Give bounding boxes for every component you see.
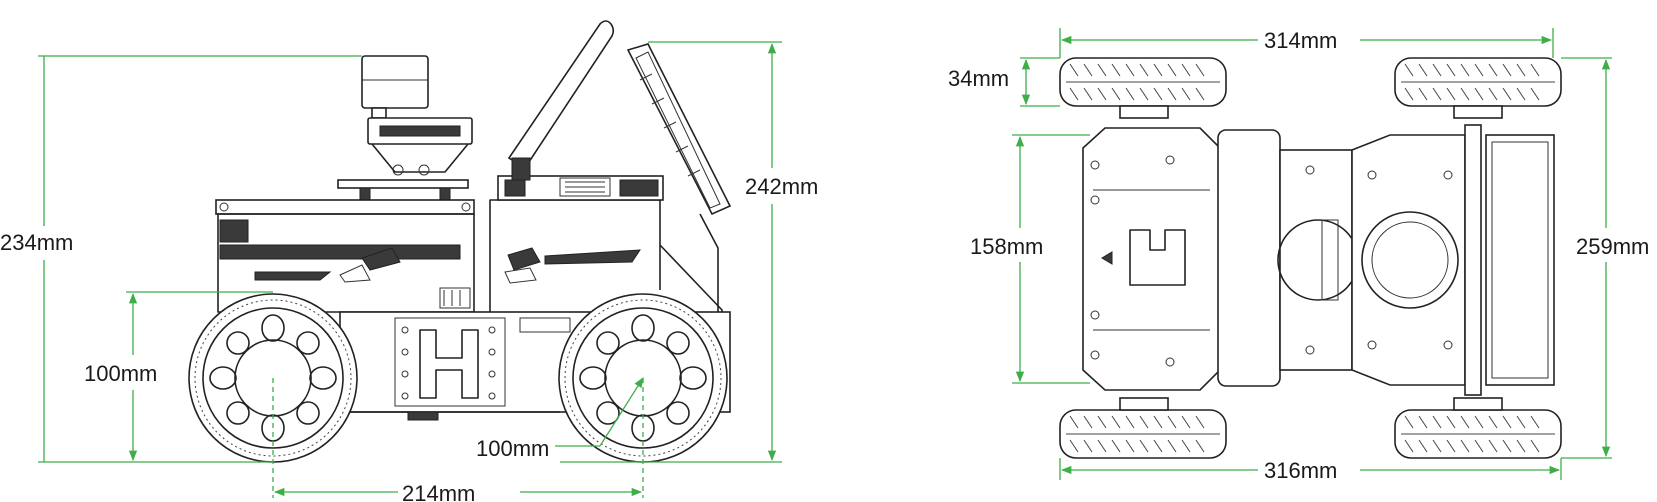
lidar-sensor [337, 55, 473, 209]
antenna [507, 20, 615, 181]
top-rear-module [1351, 124, 1555, 396]
dimension-axle-height [126, 291, 273, 462]
side-view: 234mm 242mm 100mm 100mm 214mm [0, 20, 818, 502]
dimension-height-total [38, 55, 362, 463]
label-rear-track: 316mm [1264, 458, 1337, 483]
main-body [217, 213, 475, 313]
label-height-total: 234mm [0, 230, 73, 255]
dimension-wheel-diameter [555, 377, 644, 447]
label-axle-height: 100mm [84, 361, 157, 386]
dimension-overall-width [1561, 57, 1612, 459]
top-mid-module [1277, 149, 1359, 371]
top-wheel-rear-left [1059, 397, 1227, 459]
dimension-front-track [1059, 28, 1554, 58]
dimension-height-with-screen [560, 41, 782, 463]
dimension-wheelbase [272, 378, 644, 498]
label-body-width: 158mm [970, 234, 1043, 259]
dimension-body-width [1012, 134, 1090, 384]
top-plate [215, 199, 475, 215]
top-wheel-rear-right [1394, 397, 1562, 459]
label-wheel-width: 34mm [948, 66, 1009, 91]
label-wheel-diameter: 100mm [476, 436, 549, 461]
dimension-wheel-width [1020, 57, 1060, 107]
label-wheelbase: 214mm [402, 481, 475, 502]
top-battery [1217, 129, 1281, 387]
label-height-with-screen: 242mm [745, 174, 818, 199]
screen [626, 43, 732, 312]
label-front-track: 314mm [1264, 28, 1337, 53]
top-wheel-front-left [1059, 57, 1227, 119]
top-view: 314mm 34mm 158mm 259mm 316mm [948, 28, 1649, 483]
control-module [489, 175, 723, 321]
dimension-rear-track [1059, 458, 1562, 480]
top-chassis [1082, 127, 1221, 391]
top-wheel-front-right [1394, 57, 1562, 119]
label-overall-width: 259mm [1576, 234, 1649, 259]
